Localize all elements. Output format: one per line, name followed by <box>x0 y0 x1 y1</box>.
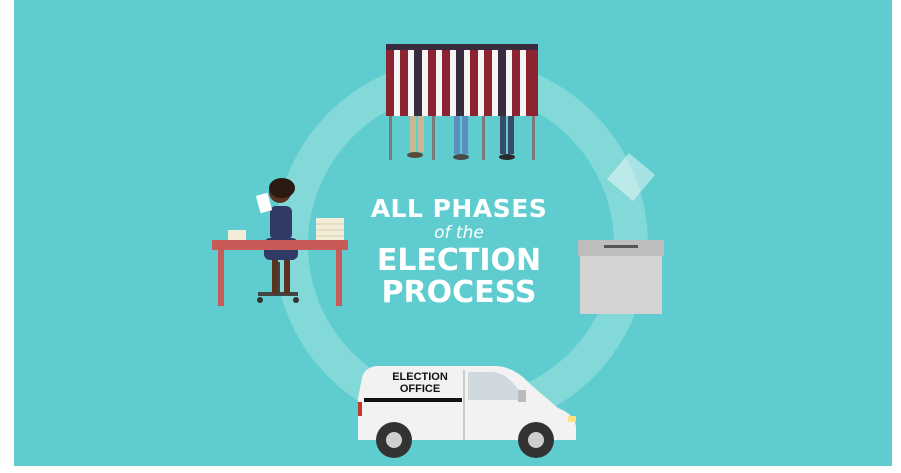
headline-line-3: ELECTION <box>376 243 542 279</box>
headline-line-2: of the <box>434 223 484 244</box>
election-process-illustration: ALL PHASES of the ELECTION PROCESS ELECT… <box>14 0 892 466</box>
van-label-line-2: OFFICE <box>399 383 441 395</box>
van-label-line-1: ELECTION <box>392 371 448 383</box>
ballot-paper-icon <box>607 153 655 201</box>
headline-line-1: ALL PHASES <box>370 194 548 223</box>
election-van-icon <box>358 366 576 458</box>
illustration-graphics <box>212 44 664 458</box>
voting-booth-icon <box>386 44 538 160</box>
van-label: ELECTION OFFICE <box>380 371 460 395</box>
headline: ALL PHASES of the ELECTION PROCESS <box>344 194 574 310</box>
election-worker-icon <box>212 178 348 306</box>
ballot-box-icon <box>578 240 664 314</box>
headline-line-4: PROCESS <box>381 274 537 310</box>
